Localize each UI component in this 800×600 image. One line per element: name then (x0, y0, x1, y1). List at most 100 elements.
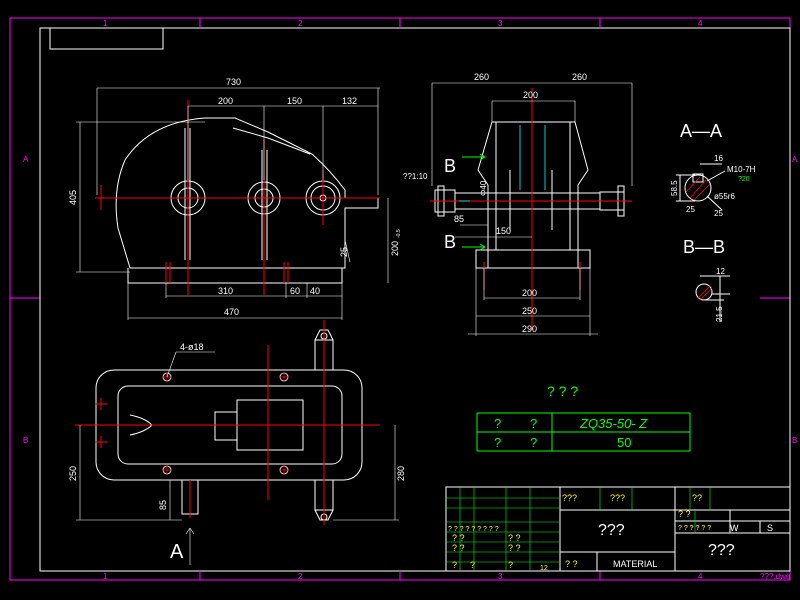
zone-col-bottom-4: 4 (698, 572, 703, 581)
zone-row-right-a: A (792, 155, 798, 164)
dim-right-half: 260 (572, 72, 587, 82)
dim-shaft-height-tol: -0.5 (396, 229, 402, 238)
file-name: ???.dwg (760, 572, 790, 581)
spec-row1-a: ? (494, 416, 501, 431)
plan-view: 4-ø18 250 280 85 A (68, 320, 406, 565)
dim-overall-width: 730 (226, 77, 241, 87)
aa-bore: ø55r6 (714, 192, 735, 201)
zone-row-left-a: A (23, 155, 29, 164)
spec-row2-a: ? (494, 435, 501, 450)
dim-bottom-3: 290 (522, 324, 537, 334)
tb-q2: ??? (610, 493, 625, 503)
section-bb-title: B—B (683, 237, 725, 257)
zone-col-bottom-1: 1 (103, 572, 108, 581)
plan-bolt-holes (162, 372, 289, 475)
plan-shaft-out: 85 (158, 500, 168, 510)
tb-w-label: W (730, 523, 739, 533)
sheet-inner-border (39, 27, 791, 572)
zone-row-left-b: B (23, 436, 28, 445)
zone-row-right-b: B (792, 436, 797, 445)
zone-col-top-3: 3 (498, 19, 503, 28)
tb-row-q-10: ? (470, 560, 475, 570)
front-view: 730 200 150 132 405 200 -0.5 25 310 60 4… (68, 77, 402, 320)
tb-drawing-name: ??? (598, 522, 625, 539)
dim-shaft-len: 150 (496, 226, 511, 236)
aa-key-2: 25 (714, 209, 723, 218)
section-bb-hatch (697, 285, 713, 301)
tb-row-q-4: ? ? ? ? ? ? (678, 525, 711, 532)
tb-row-q-5: ? ? (452, 533, 465, 543)
tb-material-label: MATERIAL (613, 559, 657, 569)
zone-col-top-1: 1 (103, 19, 108, 28)
dim-base-3: 40 (310, 286, 320, 296)
view-mark-a: A (170, 541, 184, 563)
section-mark-upper: B (444, 156, 456, 176)
aa-width: 16 (714, 154, 723, 163)
dim-shaft-ext: 85 (454, 214, 464, 224)
sheet-border (9, 17, 791, 581)
title-block-subgrid (446, 487, 711, 571)
plan-dimensions (76, 351, 399, 565)
dim-span-3: 132 (342, 96, 357, 106)
tb-s-label: S (767, 523, 773, 533)
section-aa: A—A 16 M10-7H ?20 ø55r6 58.5 25 25 (670, 121, 756, 218)
section-bb: B—B 12 21.5 (683, 237, 730, 322)
spec-row2-value: 50 (617, 435, 631, 450)
spec-grid (476, 412, 691, 452)
tb-q1: ??? (562, 493, 577, 503)
dim-span-1: 200 (218, 96, 233, 106)
section-mark-lower: B (444, 232, 456, 252)
zone-col-bottom-3: 3 (498, 572, 503, 581)
tb-row-q-8: ? ? (508, 543, 521, 553)
plan-height-left: 250 (68, 466, 78, 481)
plan-bolt-marks (162, 372, 289, 475)
section-bb-text: 12 21.5 (715, 267, 725, 322)
dim-span-2: 150 (287, 96, 302, 106)
spec-heading: ? ? ? (547, 383, 578, 399)
dim-foot: 25 (339, 247, 349, 257)
aa-thread: M10-7H (727, 165, 756, 174)
side-dimensions (431, 82, 633, 336)
tb-row-q: ? ? ? ? ? ? ? ? ? (448, 526, 499, 533)
title-block-text: ??? ??? ?? ??? ??? MATERIAL W S ? ? ? ? … (448, 493, 773, 572)
tb-q3: ?? (692, 493, 702, 503)
dim-height: 405 (68, 190, 78, 205)
section-aa-title: A—A (680, 121, 722, 141)
spec-text: ? ? ZQ35-50- Z ? ? 50 (494, 416, 648, 450)
front-dimension-text: 730 200 150 132 405 200 -0.5 25 310 60 4… (68, 77, 402, 317)
zone-ticks (199, 18, 601, 580)
section-cut-marks (462, 153, 486, 251)
tb-row-q-7: ? ? (452, 543, 465, 553)
dim-base-total: 470 (224, 307, 239, 317)
zone-labels: 1 2 3 4 1 2 3 4 A B A B ???.dwg (23, 19, 798, 581)
side-dimension-text: 260 260 200 ??1:10 Φ40 85 150 B B 200 25… (403, 72, 587, 334)
plan-centerlines (75, 320, 380, 525)
title-block: ??? ??? ?? ??? ??? MATERIAL W S ? ? ? ? … (445, 486, 791, 572)
section-aa-hatch (685, 176, 711, 201)
tb-twelve: 12 (540, 565, 548, 572)
dim-diameter: Φ40 (479, 180, 488, 196)
title-block-grid (445, 486, 791, 572)
plan-height-right: 280 (396, 466, 406, 481)
side-housing-outline (434, 121, 625, 269)
tb-row-q-6: ? ? (508, 533, 521, 543)
dim-base-2: 60 (290, 286, 300, 296)
aa-thread-depth: ?20 (738, 176, 750, 183)
side-view: 260 260 200 ??1:10 Φ40 85 150 B B 200 25… (403, 72, 633, 336)
bb-depth: 21.5 (715, 306, 724, 322)
front-housing-outline (115, 117, 379, 284)
bb-width: 12 (716, 267, 725, 276)
plan-dimension-text: 4-ø18 250 280 85 A (68, 342, 406, 563)
spec-row2-b: ? (530, 435, 537, 450)
section-aa-text: 16 M10-7H ?20 ø55r6 58.5 25 25 (670, 154, 756, 218)
section-aa-shape (676, 163, 726, 211)
spec-box: ? ? ? ? ? ZQ35-50- Z ? ? 50 (476, 383, 691, 452)
tb-row-q-2: ? ? (565, 559, 578, 569)
zone-col-top-4: 4 (698, 19, 703, 28)
section-bb-shape (695, 275, 730, 322)
zone-col-top-2: 2 (298, 19, 303, 28)
dim-base-1: 310 (218, 286, 233, 296)
spec-row1-value: ZQ35-50- Z (579, 416, 648, 431)
taper-label: ??1:10 (403, 172, 428, 181)
